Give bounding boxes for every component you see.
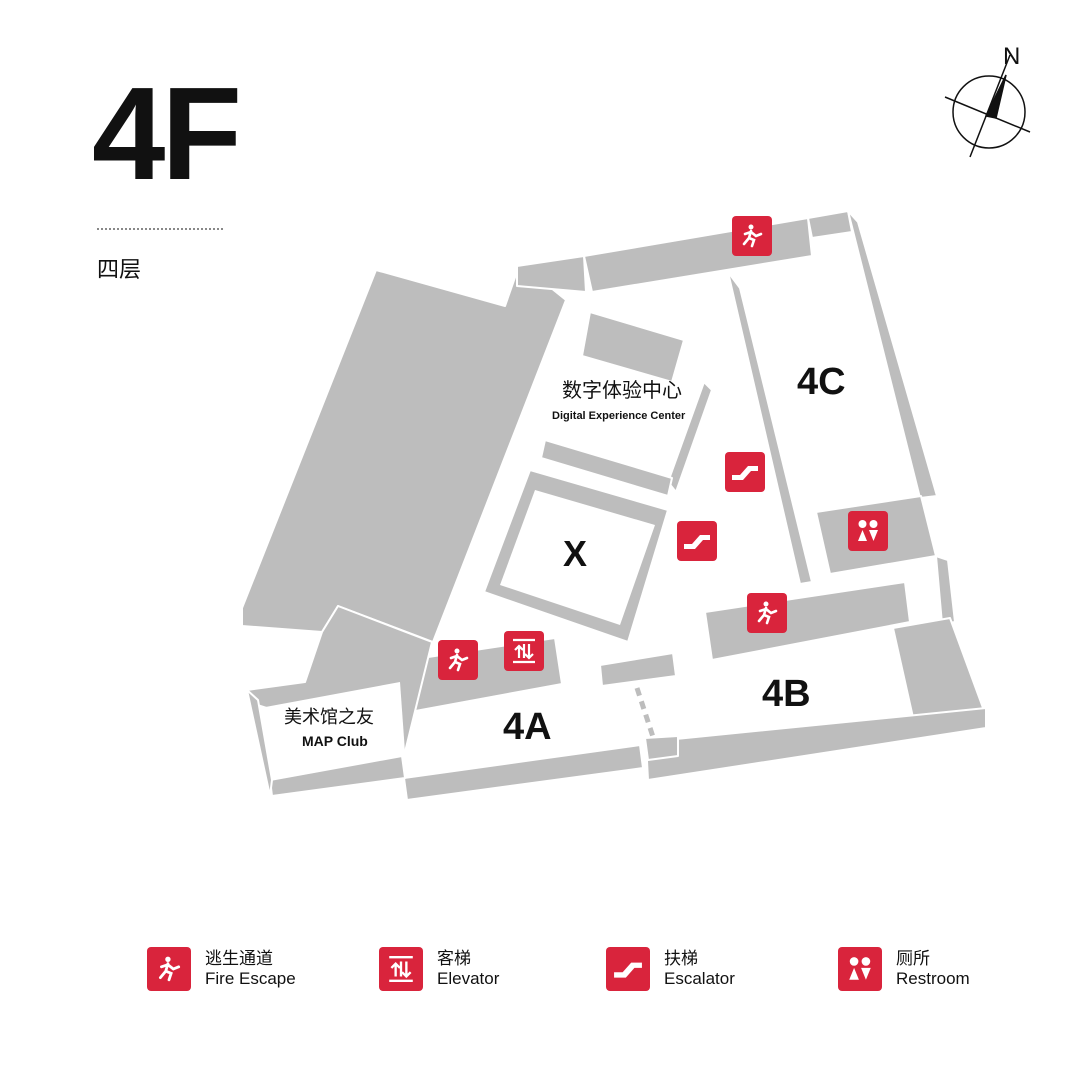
wall-south-4b bbox=[645, 707, 987, 781]
legend-cn: 扶梯 bbox=[664, 949, 698, 968]
compass-needle bbox=[984, 74, 1007, 119]
divider bbox=[97, 228, 223, 230]
area-x-label: X bbox=[563, 533, 588, 574]
wall-mid bbox=[599, 652, 677, 687]
room-x-floor bbox=[500, 490, 655, 625]
elevator-icon[interactable] bbox=[504, 631, 544, 671]
fire-escape-icon bbox=[147, 947, 191, 991]
wall-east bbox=[847, 210, 938, 499]
digital-wall-south bbox=[540, 439, 673, 497]
map-club-en: MAP Club bbox=[302, 733, 368, 749]
legend-cn: 逃生通道 bbox=[205, 949, 273, 968]
fire-escape-icon[interactable] bbox=[438, 640, 478, 680]
legend-en: Fire Escape bbox=[205, 969, 296, 988]
wall-block-west bbox=[241, 262, 567, 643]
digital-wall-north bbox=[581, 311, 685, 383]
area-4a-label: 4A bbox=[503, 706, 552, 748]
digital-wall-east bbox=[667, 381, 713, 493]
mapclub-floor bbox=[260, 682, 405, 772]
wall-4a-east bbox=[644, 735, 679, 761]
digital-center-cn: 数字体验中心 bbox=[562, 380, 682, 402]
wall-south-4a bbox=[403, 744, 644, 801]
legend-cn: 客梯 bbox=[437, 949, 471, 968]
legend-en: Elevator bbox=[437, 969, 500, 988]
wall-east-column bbox=[935, 555, 956, 625]
digital-floor bbox=[545, 370, 665, 475]
digital-center-en: Digital Experience Center bbox=[552, 410, 686, 422]
compass-north-label: N bbox=[1003, 43, 1021, 70]
restroom-icon bbox=[838, 947, 882, 991]
legend-en: Escalator bbox=[664, 969, 735, 988]
wall-southeast bbox=[892, 617, 987, 723]
wall-top bbox=[583, 217, 813, 293]
escalator-icon bbox=[606, 947, 650, 991]
restroom-icon[interactable] bbox=[848, 511, 888, 551]
map-club-cn: 美术馆之友 bbox=[284, 707, 374, 727]
legend-cn: 厕所 bbox=[896, 949, 930, 968]
floor-title: 4F bbox=[92, 60, 242, 207]
wall-4c-west bbox=[727, 271, 813, 585]
floor-subtitle: 四层 bbox=[97, 257, 142, 282]
area-4b-label: 4B bbox=[762, 673, 811, 715]
escalator-icon[interactable] bbox=[677, 521, 717, 561]
area-4c-label: 4C bbox=[797, 361, 846, 403]
wall-top-corner bbox=[807, 210, 853, 239]
fire-escape-icon[interactable] bbox=[732, 216, 772, 256]
dashed-partition bbox=[634, 687, 657, 741]
wall-top-left bbox=[516, 255, 587, 293]
elevator-icon bbox=[379, 947, 423, 991]
escalator-icon[interactable] bbox=[725, 452, 765, 492]
fire-escape-icon[interactable] bbox=[747, 593, 787, 633]
block-4b-north bbox=[704, 581, 911, 661]
wall-mapclub-west bbox=[246, 689, 273, 797]
legend-en: Restroom bbox=[896, 969, 970, 988]
compass bbox=[944, 54, 1031, 158]
